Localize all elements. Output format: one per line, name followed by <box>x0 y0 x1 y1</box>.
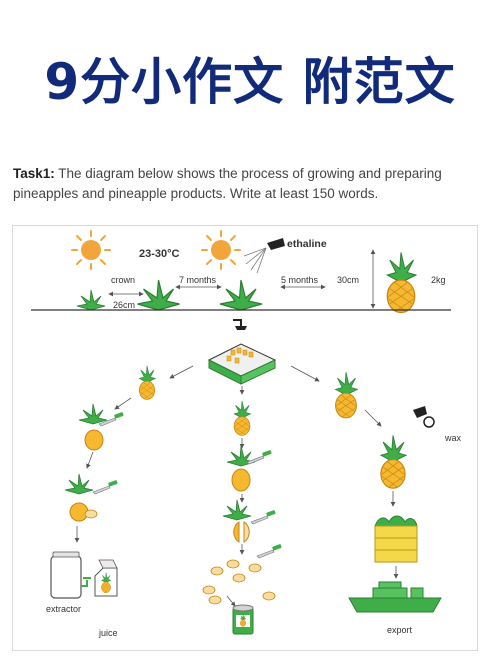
pineapple-with-knife-icon <box>226 445 273 492</box>
task-text: The diagram below shows the process of g… <box>13 166 442 201</box>
extractor-icon <box>50 551 91 599</box>
growth-period-2-label: 5 months <box>281 275 319 285</box>
crown-label: crown <box>111 275 135 285</box>
temperature-label: 23-30°C <box>139 248 180 260</box>
juice-carton-icon <box>94 559 118 597</box>
cargo-ship-icon <box>348 581 442 613</box>
packaged-crate-icon <box>374 515 418 563</box>
wax-label: wax <box>444 433 462 443</box>
mature-pineapple-icon <box>386 251 417 314</box>
young-plant-icon <box>136 279 181 311</box>
juice-label: juice <box>98 628 118 638</box>
process-diagram: 23-30°C ethaline crown 7 months 5 months… <box>12 225 478 651</box>
pineapple-slices-icon <box>202 543 283 605</box>
sprayer-icon <box>243 238 285 274</box>
extractor-label: extractor <box>46 604 81 614</box>
waxed-pineapple-icon <box>380 434 407 489</box>
pineapple-with-knife-icon <box>78 403 125 451</box>
plant-height-label: 30cm <box>337 275 359 285</box>
sun-icon <box>71 230 111 270</box>
task-prompt: Task1: The diagram below shows the proce… <box>13 164 493 204</box>
growth-period-1-label: 7 months <box>179 275 217 285</box>
crown-size-label: 26cm <box>113 300 135 310</box>
pineapple-can-icon <box>232 604 254 635</box>
ethaline-label: ethaline <box>287 238 327 250</box>
halved-pineapple-icon <box>222 499 277 543</box>
sun-icon <box>201 230 241 270</box>
pineapple-icon <box>138 365 156 400</box>
grown-plant-icon <box>219 279 263 311</box>
wax-sprayer-icon <box>413 406 435 428</box>
export-label: export <box>387 625 413 635</box>
page-title: 9分小作文 附范文 <box>44 53 456 111</box>
pineapple-icon <box>233 400 251 436</box>
task-label: Task1: <box>13 166 55 181</box>
crown-plant-icon <box>76 289 106 311</box>
fruit-weight-label: 2kg <box>431 275 446 285</box>
peeled-pineapple-icon <box>64 473 119 522</box>
washing-station-icon <box>207 319 277 385</box>
pineapple-icon <box>335 371 358 419</box>
